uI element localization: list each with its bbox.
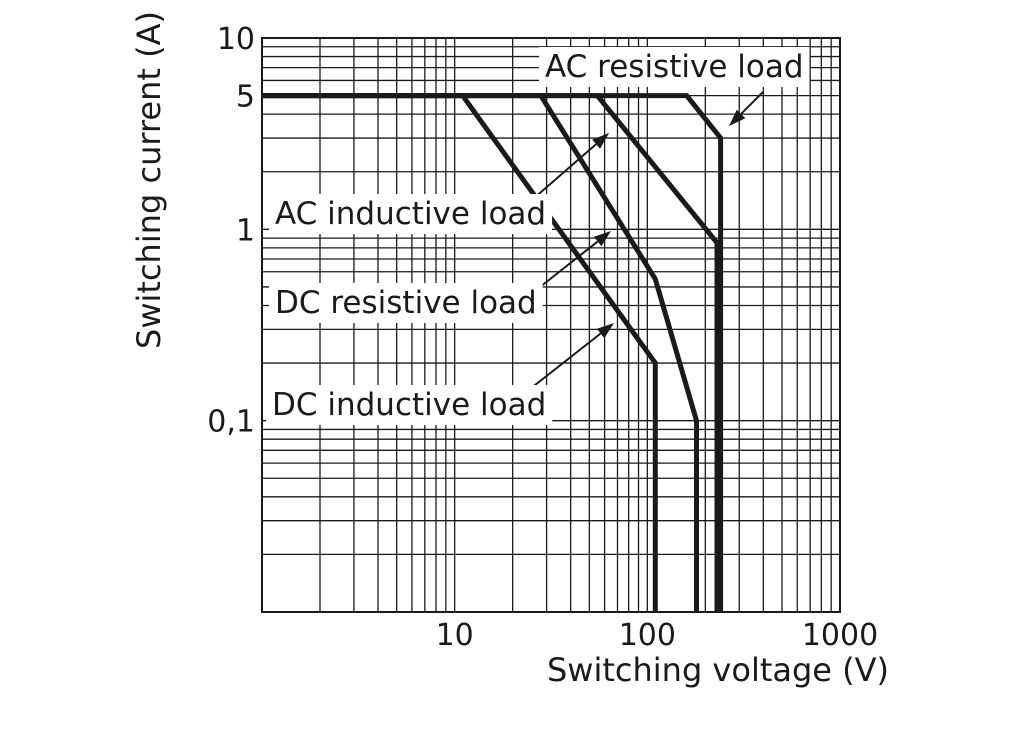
annotation-label: DC resistive load bbox=[275, 285, 537, 321]
annotation-leader-line bbox=[539, 240, 599, 288]
series-layer bbox=[262, 93, 724, 612]
y-tick-label: 5 bbox=[236, 80, 255, 115]
annotation-leader-line bbox=[740, 91, 764, 115]
x-tick-label: 1000 bbox=[802, 618, 878, 653]
x-axis-title: Switching voltage (V) bbox=[547, 651, 889, 689]
series-line-dc-inductive-load bbox=[262, 93, 658, 612]
annotation-dc-resistive-load: DC resistive load bbox=[269, 231, 611, 323]
annotation-label: AC resistive load bbox=[545, 49, 804, 85]
annotation-arrowhead bbox=[593, 231, 611, 247]
annotation-label: DC inductive load bbox=[272, 387, 546, 423]
series-line-dc-resistive-load bbox=[262, 93, 699, 612]
annotation-arrowhead bbox=[592, 133, 609, 149]
x-tick-label: 10 bbox=[436, 618, 474, 653]
grid bbox=[262, 38, 840, 612]
series-line-ac-resistive-load bbox=[262, 93, 724, 612]
y-tick-label: 10 bbox=[217, 22, 255, 57]
annotation-ac-inductive-load: AC inductive load bbox=[269, 133, 609, 234]
y-tick-label: 1 bbox=[236, 213, 255, 248]
annotation-label-bg bbox=[266, 385, 553, 425]
annotation-leader-line bbox=[529, 332, 602, 390]
annotation-ac-resistive-load: AC resistive load bbox=[539, 47, 810, 126]
annotation-dc-inductive-load: DC inductive load bbox=[266, 323, 614, 425]
x-tick-label: 100 bbox=[619, 618, 676, 653]
y-tick-label: 0,1 bbox=[207, 405, 255, 440]
annotation-arrowhead bbox=[596, 323, 614, 339]
annotation-label-bg bbox=[269, 194, 553, 234]
tick-labels: 10 100 1000 10 5 1 0,1 bbox=[207, 22, 878, 653]
annotation-label: AC inductive load bbox=[275, 196, 546, 232]
plot-frame bbox=[261, 37, 841, 613]
annotations: AC resistive load AC inductive load DC res… bbox=[266, 47, 810, 425]
y-axis-title: Switching current (A) bbox=[130, 11, 168, 349]
annotation-arrowhead bbox=[729, 109, 746, 126]
annotation-label-bg bbox=[269, 283, 543, 323]
annotation-label-bg bbox=[539, 47, 810, 87]
